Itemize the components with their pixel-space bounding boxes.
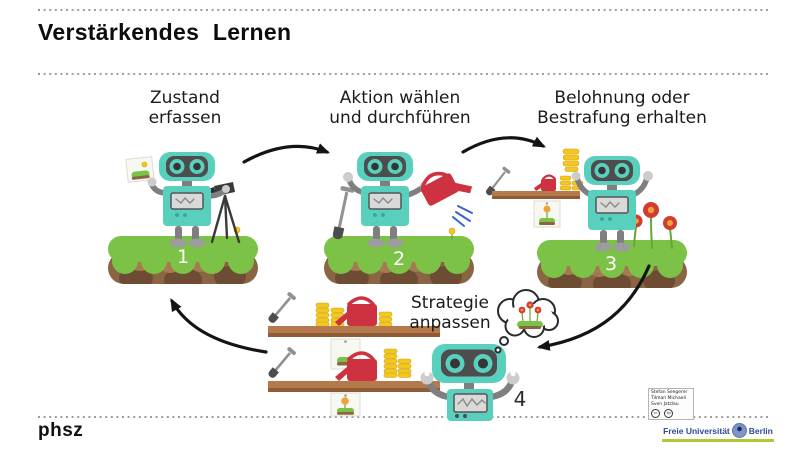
phsz-logo: phsz <box>38 420 84 441</box>
fu-name: Freie Universität <box>663 425 730 436</box>
watering-can-icon <box>335 296 377 326</box>
watering-can-icon <box>420 171 473 227</box>
robot-scene-1 <box>125 152 230 248</box>
arrow-step4-to-step1 <box>170 298 268 354</box>
step-1-number: 1 <box>176 246 190 268</box>
thought-bubble-icon <box>494 289 559 354</box>
arrow-step1-to-step2 <box>242 143 331 164</box>
step-4-label-line1: Strategie <box>411 293 489 313</box>
step-2-label-line2: und durchführen <box>329 108 471 129</box>
coin-stack-icon <box>562 148 580 172</box>
shovel-icon <box>332 186 355 240</box>
fu-berlin-logo: Freie Universität Berlin <box>662 423 774 442</box>
coin-stack-icon <box>378 311 393 327</box>
license-row: cc by <box>651 408 691 418</box>
step-2-number: 2 <box>392 248 406 270</box>
photo-card-icon <box>533 200 561 228</box>
step-4-label-line2: anpassen <box>409 313 491 334</box>
shovel-icon <box>268 292 296 323</box>
step-1-label-line2: erfassen <box>148 108 222 129</box>
attribution-author-3: Sven Jatzlau <box>651 401 679 407</box>
photo-card-icon <box>125 156 155 183</box>
step-3-number: 3 <box>604 253 618 275</box>
shovel-icon <box>268 347 296 378</box>
step-2-label: Aktion wählen und durchführen <box>300 88 500 128</box>
fu-city: Berlin <box>748 425 773 436</box>
by-icon: by <box>664 408 674 418</box>
cc-icon: cc <box>651 408 660 418</box>
fu-underline <box>662 439 774 442</box>
shelf-scene-3 <box>485 166 584 228</box>
step-3-label: Belohnung oder Bestrafung erhalten <box>512 88 732 128</box>
attribution-box: Stefan Seegerer Tilman Michaeli Sven Jat… <box>648 388 694 420</box>
page-title: Verstärkendes Lernen <box>38 19 292 45</box>
shelf-bottom <box>268 347 440 417</box>
coin-stack-icon <box>383 348 412 378</box>
arrow-step2-to-step3 <box>461 136 546 154</box>
step-3-label-line2: Bestrafung erhalten <box>537 108 707 129</box>
sprout-icon <box>448 227 456 240</box>
step-1-label-line1: Zustand <box>150 88 220 108</box>
step-1-label: Zustand erfassen <box>85 88 285 128</box>
step-4-number: 4 <box>513 387 527 411</box>
attribution-author-1: Stefan Seegerer <box>651 390 688 395</box>
robot-scene-2 <box>343 152 428 248</box>
attribution-author-2: Tilman Michaeli <box>651 395 687 401</box>
fu-seal-icon <box>731 423 747 438</box>
step-2-label-line1: Aktion wählen <box>339 88 461 108</box>
step-4-label: Strategie anpassen <box>390 293 510 333</box>
robot-scene-4 <box>420 344 520 421</box>
robot-scene-3 <box>562 148 653 252</box>
photo-card-icon <box>330 392 361 417</box>
watering-can-icon <box>534 174 557 191</box>
step-3-label-line1: Belohnung oder <box>554 88 690 108</box>
arrow-step3-to-step4 <box>536 264 651 351</box>
watering-can-icon <box>335 351 377 381</box>
